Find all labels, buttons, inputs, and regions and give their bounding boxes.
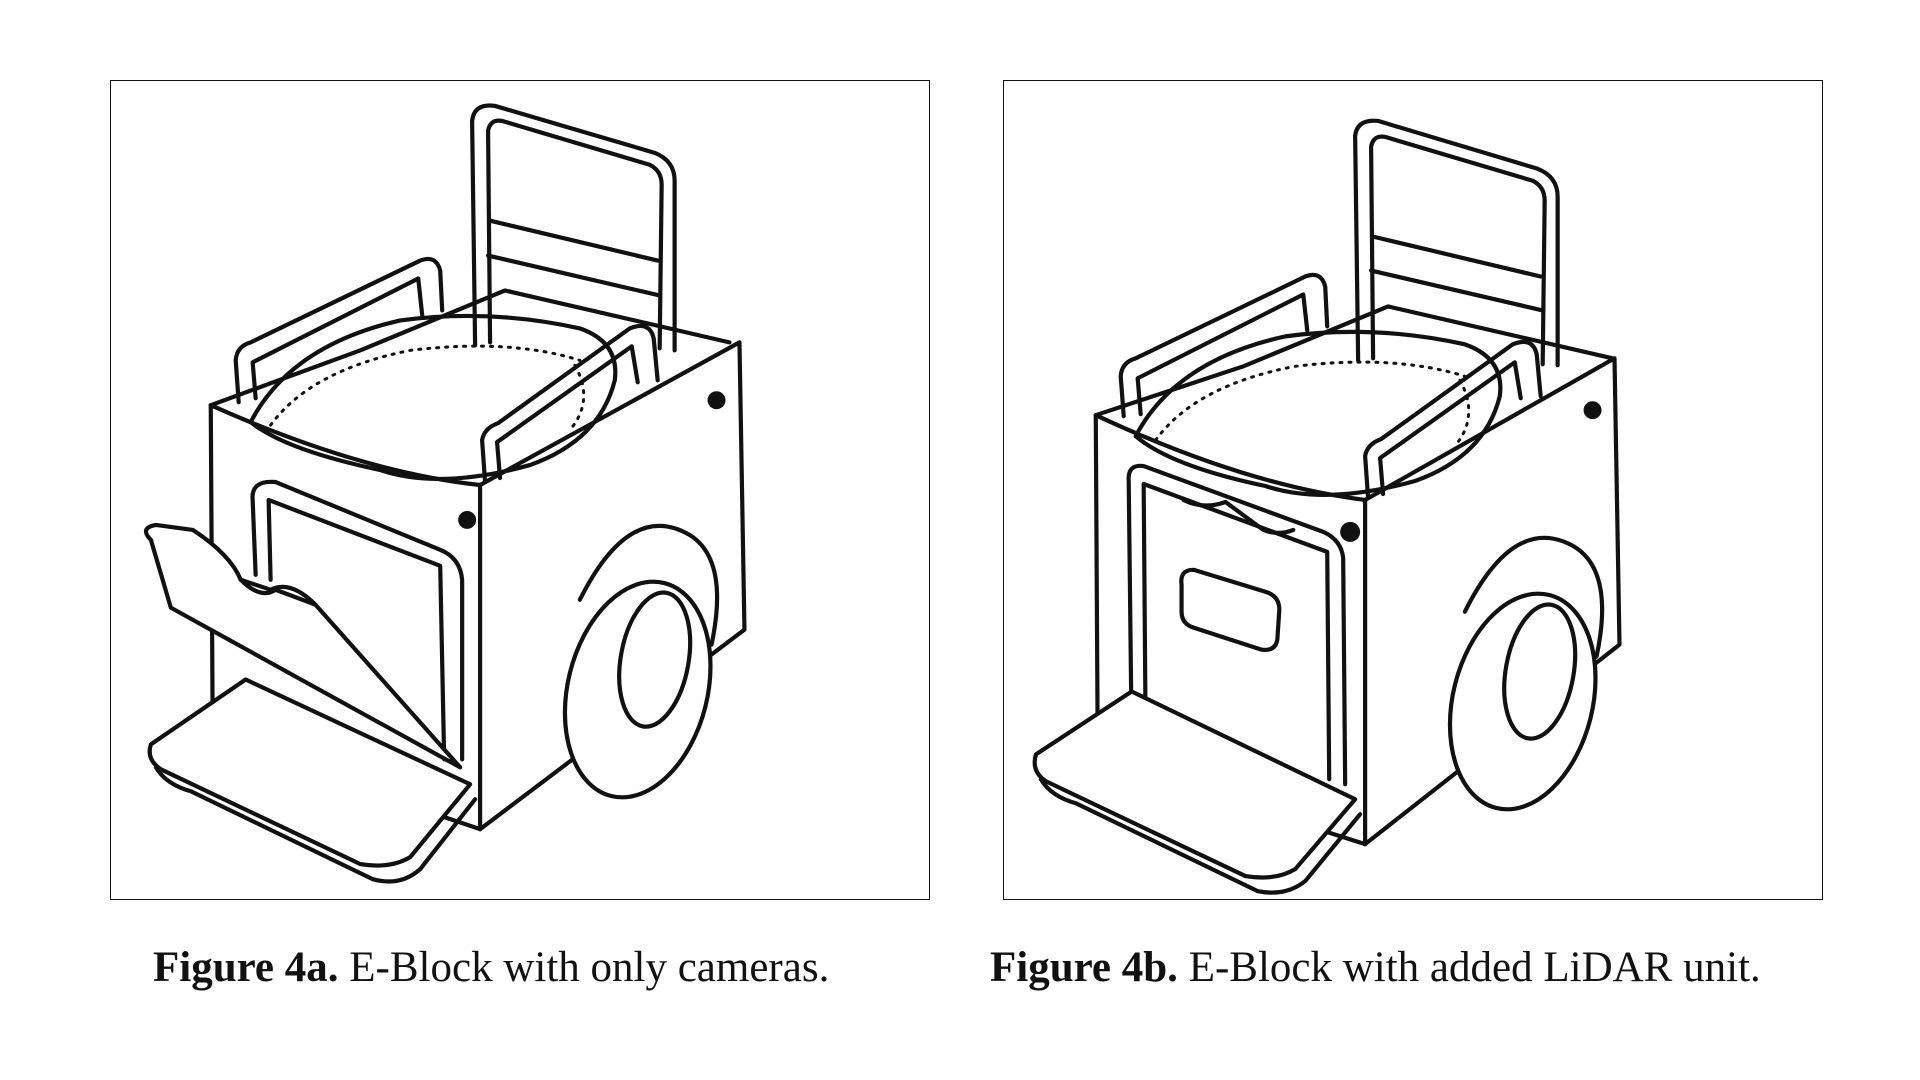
right-handle xyxy=(479,323,660,485)
front-opening xyxy=(250,479,465,762)
figure-4a-text: E-Block with only cameras. xyxy=(338,944,830,991)
bottom-tray xyxy=(147,677,478,884)
e-block-cameras-drawing xyxy=(143,103,747,884)
left-handle xyxy=(1118,272,1330,419)
figure-4b-frame xyxy=(1003,80,1823,900)
figure-4a-frame xyxy=(110,80,930,900)
open-front-flap xyxy=(143,522,463,770)
left-handle xyxy=(233,256,445,405)
bottom-tray xyxy=(1032,689,1363,895)
lidar-unit xyxy=(1179,567,1282,652)
figure-4a-caption: Figure 4a. E-Block with only cameras. xyxy=(153,944,829,991)
back-handle xyxy=(1353,118,1560,368)
right-handle xyxy=(1363,339,1543,501)
figure-4b-caption: Figure 4b. E-Block with added LiDAR unit… xyxy=(990,944,1761,991)
back-handle xyxy=(470,103,677,353)
wheel xyxy=(1447,535,1605,812)
figure-4a-label: Figure 4a. xyxy=(153,944,339,991)
e-block-lidar-drawing xyxy=(1032,118,1622,895)
wheel xyxy=(562,523,720,800)
figure-4b-text: E-Block with added LiDAR unit. xyxy=(1177,944,1761,991)
front-panel xyxy=(1126,463,1348,787)
figure-4b-label: Figure 4b. xyxy=(990,944,1178,991)
top-tub xyxy=(208,288,732,481)
top-tub xyxy=(1093,304,1615,497)
